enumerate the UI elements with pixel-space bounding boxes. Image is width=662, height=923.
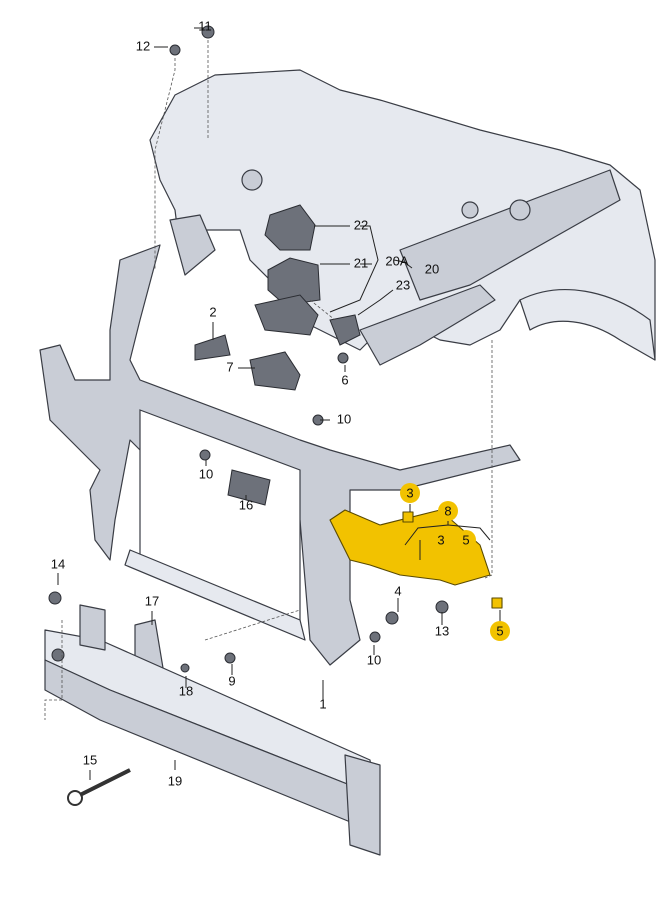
guide-lines [44,40,493,720]
callout-12: 12 [136,38,150,53]
callout-17: 17 [145,593,159,608]
callout-15: 15 [83,752,97,767]
callout-5: 5 [496,623,503,638]
callout-18: 18 [179,683,193,698]
mounting-parts [134,204,361,681]
fasteners [48,25,503,806]
callout-10: 10 [337,411,351,426]
callout-14: 14 [51,556,65,571]
body-front-structure [149,69,656,366]
bracket-part-8 [329,509,491,586]
callout-6: 6 [341,372,348,387]
callout-19: 19 [168,773,182,788]
callout-3: 3 [406,485,413,500]
callout-13: 13 [435,623,449,638]
callout-10: 10 [199,466,213,481]
callout-20: 20 [425,261,439,276]
callout-2: 2 [209,304,216,319]
callout-3: 3 [437,532,444,547]
callout-16: 16 [239,497,253,512]
callout-22: 22 [354,217,368,232]
callout-1: 1 [319,696,326,711]
callout-20a: 20A [385,253,408,268]
callout-23: 23 [396,277,410,292]
callout-4: 4 [394,583,401,598]
lock-carrier [39,244,521,666]
callout-21: 21 [354,255,368,270]
callout-11: 11 [198,18,212,33]
highlighted-callouts [400,483,510,641]
bumper-beam [44,604,381,856]
callout-7: 7 [226,359,233,374]
leader-lines [57,27,501,780]
callout-8: 8 [444,503,451,518]
callout-5: 5 [462,532,469,547]
callout-10: 10 [367,652,381,667]
callout-9: 9 [228,673,235,688]
